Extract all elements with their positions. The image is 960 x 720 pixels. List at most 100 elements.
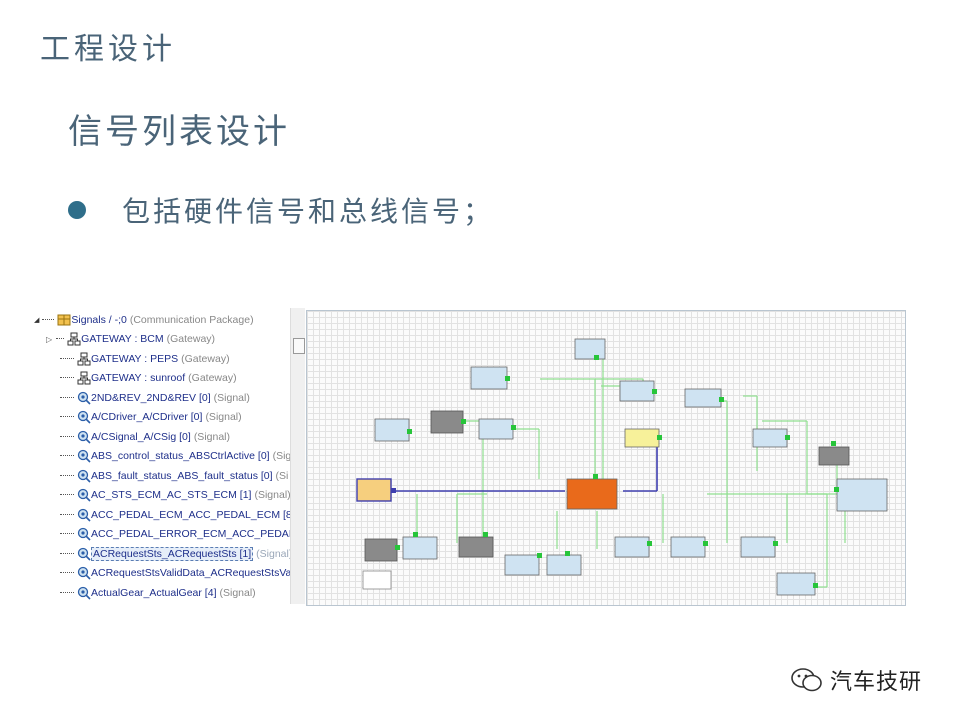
tool-screenshot: ◢ Signals / -;0(Communication Package) ▷ GA… xyxy=(30,308,906,606)
tree-item[interactable]: A/CSignal_A/CSig [0](Signal) xyxy=(60,427,230,446)
port-icon xyxy=(719,397,724,402)
node-box xyxy=(740,536,776,558)
block-diagram xyxy=(356,338,888,596)
node-box xyxy=(818,446,850,466)
tree-item-type: (Si xyxy=(275,469,289,482)
tree-item[interactable]: GATEWAY : PEPS(Gateway) xyxy=(60,349,230,368)
port-icon xyxy=(505,376,510,381)
block-diagram-canvas[interactable] xyxy=(306,310,906,606)
port-icon xyxy=(813,583,818,588)
tree-connector xyxy=(60,591,74,594)
expand-arrow-icon[interactable]: ▷ xyxy=(46,334,53,344)
signal-icon xyxy=(77,527,91,541)
port-icon xyxy=(593,474,598,479)
node-box xyxy=(356,478,392,502)
tree-connector xyxy=(60,357,74,360)
node-box xyxy=(574,338,606,360)
node-box xyxy=(566,478,618,510)
tree-item-label: ABS_control_status_ABSCtrlActive [0] xyxy=(91,450,270,462)
node-box xyxy=(470,366,508,390)
signal-icon xyxy=(77,391,91,405)
tree-item[interactable]: ABS_fault_status_ABS_fault_status [0](Si xyxy=(60,466,288,485)
signal-icon xyxy=(77,547,91,561)
port-icon xyxy=(391,488,396,493)
tree-connector xyxy=(60,572,74,574)
expand-arrow-icon[interactable]: ◢ xyxy=(34,316,40,324)
tree-item[interactable]: ACC_PEDAL_ECM_ACC_PEDAL_ECM [8](Si xyxy=(60,505,290,524)
tree-item[interactable]: AC_STS_ECM_AC_STS_ECM [1](Signal) xyxy=(60,486,290,505)
tree-item[interactable]: ActualGear_ActualGear [4](Signal) xyxy=(60,583,256,602)
signal-icon xyxy=(77,488,91,502)
port-icon xyxy=(594,355,599,360)
node-box xyxy=(752,428,788,448)
tree-item[interactable]: ACRequestSts_ACRequestSts [1](Signal) xyxy=(60,544,290,563)
tree-connector xyxy=(60,513,74,516)
node-box xyxy=(362,570,392,590)
tree-connector xyxy=(60,416,74,418)
tree-item[interactable]: ▷ GATEWAY : BCM(Gateway) xyxy=(46,330,216,349)
port-icon xyxy=(652,389,657,394)
tree-item-label: A/CSignal_A/CSig [0] xyxy=(91,430,191,443)
package-icon xyxy=(57,314,71,325)
signal-icon xyxy=(77,449,91,463)
tree-connector xyxy=(60,474,74,477)
bullet-item: 包括硬件信号和总线信号； xyxy=(68,190,494,230)
node-box xyxy=(546,554,582,576)
tree-scrollbar[interactable] xyxy=(290,308,305,604)
node-box xyxy=(364,538,398,562)
tree-connector xyxy=(60,377,74,379)
tree-item-type: (Gateway) xyxy=(181,352,230,365)
gateway-icon xyxy=(77,371,91,385)
tree-item-type: (Communication Package) xyxy=(129,313,254,326)
tree-connector xyxy=(56,338,65,340)
tree-item-label: Signals / -;0 xyxy=(71,313,127,326)
tree-item-type: (Signal) xyxy=(205,411,242,423)
node-box xyxy=(478,418,514,440)
tree-connector xyxy=(60,396,74,399)
signal-icon xyxy=(77,410,91,424)
tree-item-type: (Signal) xyxy=(213,391,250,404)
tree-connector xyxy=(60,455,74,457)
watermark-text: 汽车技研 xyxy=(830,670,923,695)
tree-item[interactable]: ACC_PEDAL_ERROR_ECM_ACC_PEDAL_ER xyxy=(60,525,290,544)
watermark: 汽车技研 xyxy=(790,664,922,696)
port-icon xyxy=(773,541,778,546)
port-icon xyxy=(395,545,400,550)
tree-item-type: (Signal) xyxy=(193,430,230,443)
tree-item[interactable]: GATEWAY : sunroof(Gateway) xyxy=(60,369,237,388)
wechat-icon xyxy=(791,668,822,692)
tree-item-type: (Sig xyxy=(272,450,290,462)
tree-item-label: ACC_PEDAL_ERROR_ECM_ACC_PEDAL_ER xyxy=(91,528,290,540)
tree-item-label: ActualGear_ActualGear [4] xyxy=(91,586,217,599)
tree-item[interactable]: ABS_control_status_ABSCtrlActive [0](Sig xyxy=(60,447,290,466)
tree-item-type: (Signal) xyxy=(256,547,290,560)
node-box xyxy=(670,536,706,558)
port-icon xyxy=(703,541,708,546)
tree-connector xyxy=(60,533,74,535)
port-icon xyxy=(647,541,652,546)
tree-item-label: ABS_fault_status_ABS_fault_status [0] xyxy=(91,469,273,482)
tree-root[interactable]: ◢ Signals / -;0(Communication Package) xyxy=(34,310,254,329)
bullet-dot xyxy=(68,201,86,219)
node-box xyxy=(614,536,650,558)
signal-icon xyxy=(77,469,91,483)
tree-item[interactable]: ACRequestStsValidData_ACRequestStsVa xyxy=(60,564,290,583)
node-box xyxy=(619,380,655,402)
node-box xyxy=(776,572,816,596)
tree-item-type: (Gateway) xyxy=(166,333,216,345)
tree-item-type: (Signal) xyxy=(254,489,290,501)
signal-tree[interactable]: ◢ Signals / -;0(Communication Package) ▷ GA… xyxy=(30,308,290,604)
tree-item-type: (Gateway) xyxy=(188,372,237,384)
tree-item-label: GATEWAY : BCM xyxy=(81,333,164,345)
tree-item[interactable]: A/CDriver_A/CDriver [0](Signal) xyxy=(60,408,242,427)
port-icon xyxy=(657,435,662,440)
port-icon xyxy=(537,553,542,558)
node-box xyxy=(624,428,660,448)
tree-item-label: GATEWAY : PEPS xyxy=(91,352,179,365)
tree-item[interactable]: 2ND&REV_2ND&REV [0](Signal) xyxy=(60,388,250,407)
tree-item-label: ACRequestStsValidData_ACRequestStsVa xyxy=(91,567,290,579)
scroll-thumb[interactable] xyxy=(293,338,305,354)
signal-icon xyxy=(77,586,91,600)
node-box xyxy=(504,554,540,576)
port-icon xyxy=(565,551,570,556)
